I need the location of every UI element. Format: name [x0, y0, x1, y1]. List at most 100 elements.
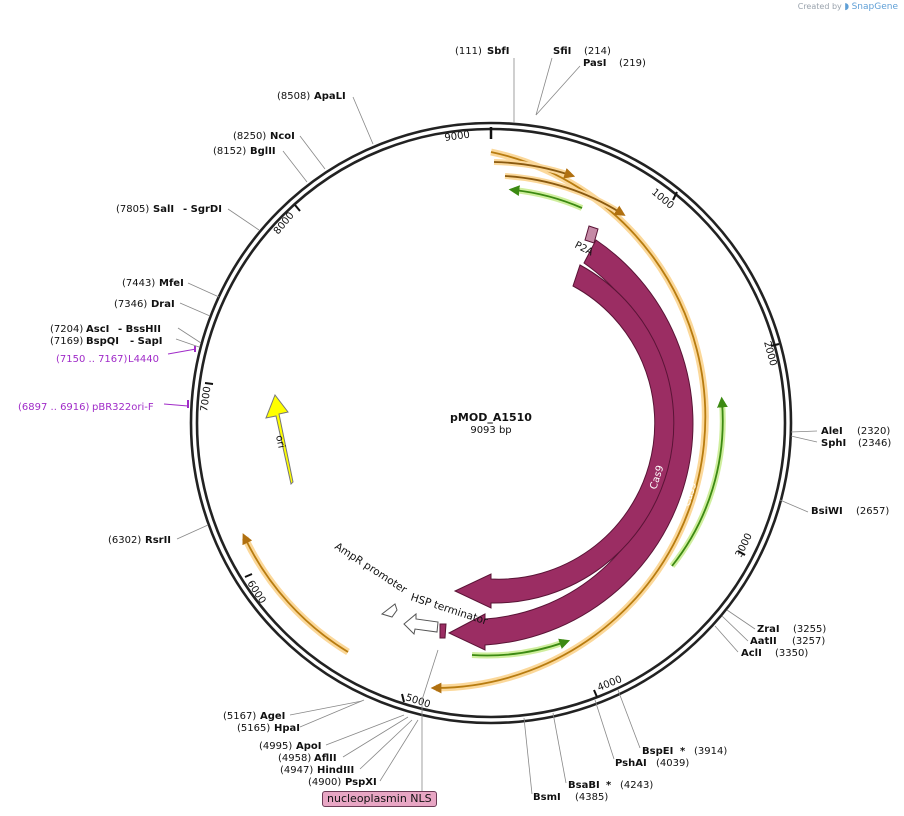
enzyme-name: BspEI	[642, 746, 673, 757]
enzyme-name: AatII	[750, 636, 777, 647]
feature-glow	[513, 187, 584, 211]
enzyme-name: - SapI	[130, 336, 162, 347]
scale-tick-label: 9000	[444, 130, 471, 144]
enzyme-position: (8250)	[233, 131, 266, 142]
snapgene-credit: Created by ◗ SnapGene	[798, 2, 898, 12]
enzyme-position: (7346)	[114, 299, 147, 310]
enzyme-name: BspQI	[86, 336, 119, 347]
enzyme-position: (3914)	[694, 746, 727, 757]
l4440-primer-mark[interactable]	[194, 346, 196, 352]
enzyme-position: (4243)	[620, 780, 653, 791]
enzyme-position: (8152)	[213, 146, 246, 157]
enzyme-leaders	[175, 57, 818, 795]
enzyme-name: AleI	[821, 426, 843, 437]
primer-leader	[163, 403, 189, 407]
enzyme-position: (2320)	[857, 426, 890, 437]
scale-tick	[770, 343, 780, 347]
primer-position: (6897 .. 6916)	[18, 402, 90, 413]
enzyme-name: - SgrDI	[183, 204, 222, 215]
enzyme-position: (2657)	[856, 506, 889, 517]
snapgene-logo-icon: ◗	[844, 2, 850, 12]
enzyme-name: - BssHII	[118, 324, 161, 335]
enzyme-name: ApaLI	[314, 91, 346, 102]
ori-arrow[interactable]	[265, 393, 294, 485]
scale-tick	[204, 382, 214, 385]
enzyme-name: AflII	[314, 753, 337, 764]
enzyme-position: (3350)	[775, 648, 808, 659]
enzyme-star: *	[680, 746, 686, 757]
enzyme-name: PspXI	[345, 777, 377, 788]
scale-tick-label: 7000	[199, 386, 213, 413]
enzyme-name: NcoI	[270, 131, 295, 142]
scale-tick-label: 6000	[244, 579, 267, 606]
ampr-promoter-label: AmpR promoter	[332, 540, 409, 596]
enzyme-name: PshAI	[615, 758, 647, 769]
enzyme-position: (111)	[455, 46, 482, 57]
enzyme-name: DraI	[151, 299, 175, 310]
scale-tick	[401, 693, 405, 703]
enzyme-name: AscI	[86, 324, 109, 335]
enzyme-star: *	[606, 780, 612, 791]
plasmid-length: 9093 bp	[470, 425, 511, 436]
enzyme-name: BsiWI	[811, 506, 843, 517]
enzyme-name: AgeI	[260, 711, 285, 722]
nls-leader	[421, 649, 439, 701]
orange-feature-arc	[504, 175, 626, 216]
enzyme-position: (7169)	[50, 336, 83, 347]
nls-feature-mark[interactable]	[439, 623, 447, 639]
cas9-inner-arrow[interactable]	[453, 264, 675, 609]
enzyme-position: (5165)	[237, 723, 270, 734]
scale-tick	[244, 573, 253, 578]
enzyme-position: (7805)	[116, 204, 149, 215]
green-feature-arc	[671, 396, 728, 567]
enzyme-name: SbfI	[487, 46, 509, 57]
enzyme-position: (2346)	[858, 438, 891, 449]
enzyme-name: SphI	[821, 438, 846, 449]
plasmid-name: pMOD_A1510	[450, 411, 532, 424]
enzyme-name: PasI	[583, 58, 606, 69]
nucleoplasmin-nls-label[interactable]: nucleoplasmin NLS	[322, 791, 437, 807]
orange-feature-arc	[493, 161, 576, 179]
scale-tick	[672, 191, 678, 201]
ori-label: ori	[273, 434, 286, 449]
enzyme-position: (4958)	[278, 753, 311, 764]
enzyme-name: BglII	[250, 146, 276, 157]
enzyme-position: (7204)	[50, 324, 83, 335]
enzyme-position: (4900)	[308, 777, 341, 788]
enzyme-name: SalI	[153, 204, 174, 215]
enzyme-name: BsmI	[533, 792, 561, 803]
green-feature-arc	[508, 185, 583, 209]
enzyme-position: (3257)	[792, 636, 825, 647]
scale-tick-label: 3000	[734, 532, 755, 560]
enzyme-position: (5167)	[223, 711, 256, 722]
primer-leader	[167, 348, 197, 355]
enzyme-position: (8508)	[277, 91, 310, 102]
enzyme-position: (219)	[619, 58, 646, 69]
enzyme-name: HindIII	[317, 765, 354, 776]
enzyme-position: (4947)	[280, 765, 313, 776]
hsp-terminator-arrow[interactable]	[403, 612, 439, 636]
green-feature-arc	[471, 638, 571, 657]
enzyme-name: ZraI	[757, 624, 780, 635]
credit-prefix: Created by	[797, 2, 842, 11]
enzyme-position: (4039)	[656, 758, 689, 769]
scale-tick	[737, 550, 746, 556]
enzyme-name: MfeI	[159, 278, 184, 289]
enzyme-position: (214)	[584, 46, 611, 57]
primer-name: L4440	[128, 354, 159, 365]
p2a-feature[interactable]	[584, 225, 599, 244]
enzyme-position: (4385)	[575, 792, 608, 803]
enzyme-position: (4995)	[259, 741, 292, 752]
pbr322ori-primer-mark[interactable]	[187, 400, 189, 408]
enzyme-position: (6302)	[108, 535, 141, 546]
enzyme-name: SfiI	[553, 46, 571, 57]
scale-tick	[294, 204, 301, 212]
ampr-promoter-arrow[interactable]	[380, 603, 398, 618]
enzyme-name: ApoI	[296, 741, 322, 752]
primer-position: (7150 .. 7167)	[56, 354, 128, 365]
scale-tick	[593, 689, 598, 698]
primer-name: pBR322ori-F	[92, 402, 154, 413]
credit-brand: SnapGene	[851, 2, 898, 12]
enzyme-name: AclI	[741, 648, 762, 659]
